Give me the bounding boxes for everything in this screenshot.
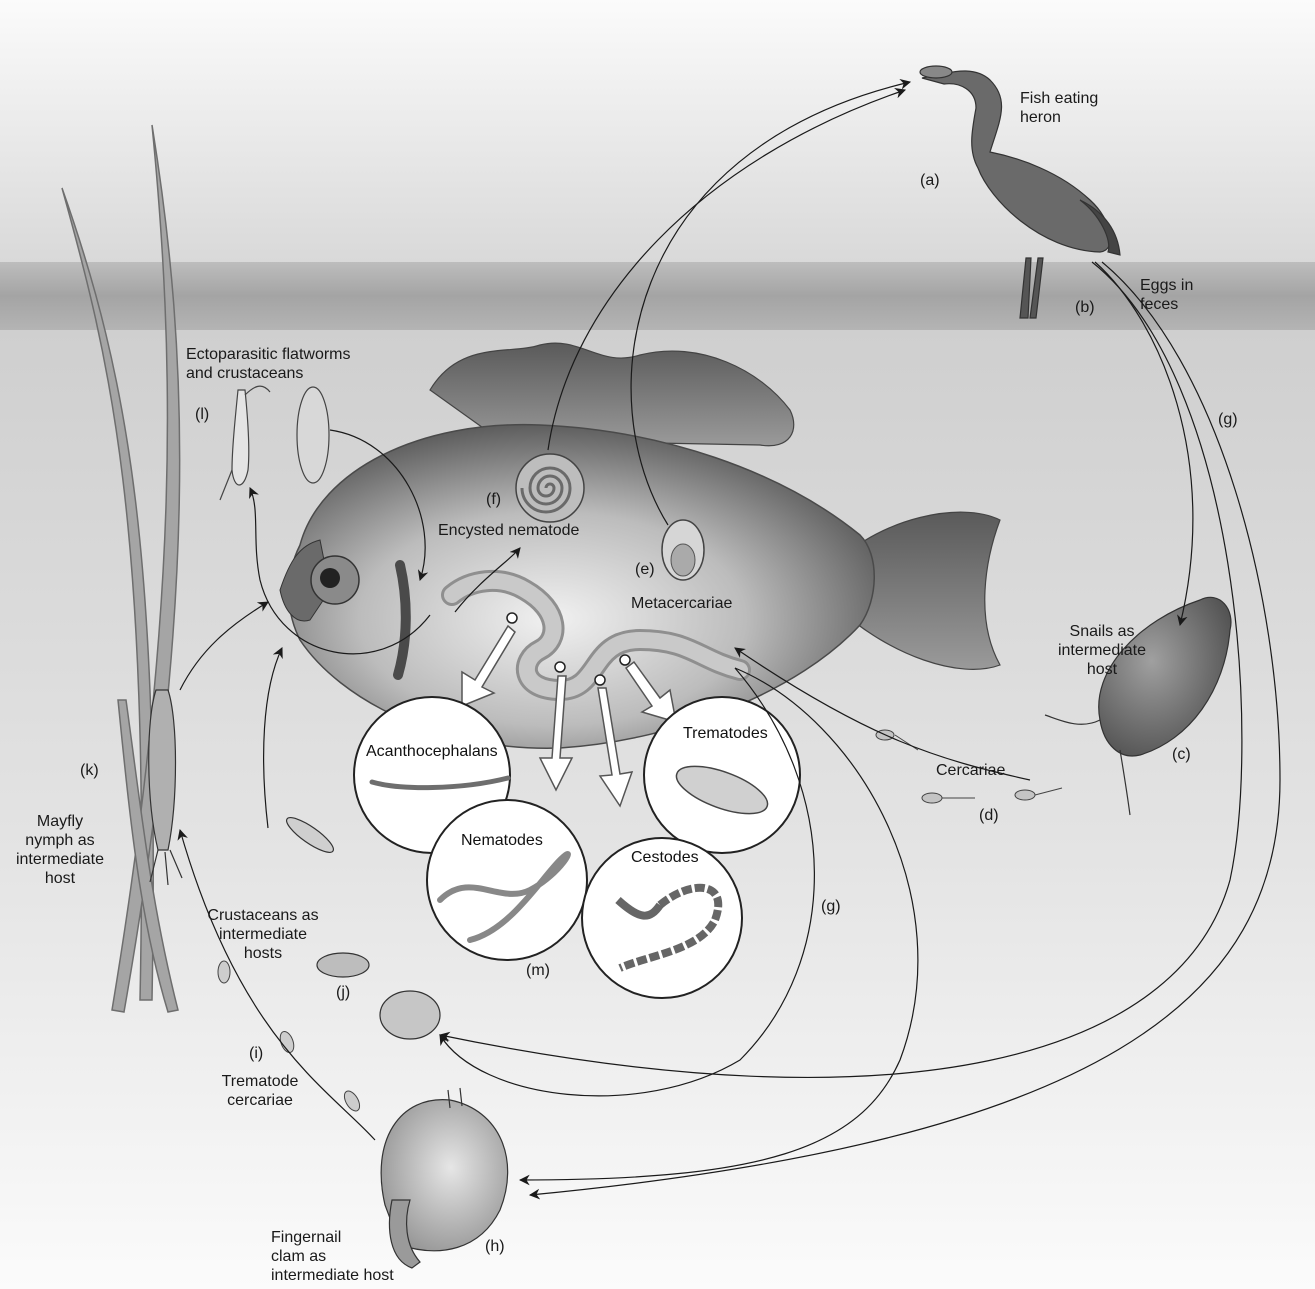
metacercariae-label: Metacercariae [631,594,732,613]
cestodes-label: Cestodes [631,848,699,867]
label-i: (i) [249,1044,263,1063]
label-k: (k) [80,761,99,780]
label-c: (c) [1172,745,1191,764]
sky-background [0,0,1315,262]
mayfly-label: Mayfly nymph as intermediate host [16,812,104,888]
nematodes-label: Nematodes [461,831,543,850]
encysted-nematode-label: Encysted nematode [438,521,579,540]
snails-label: Snails as intermediate host [1058,622,1146,679]
label-l: (l) [195,405,209,424]
label-b: (b) [1075,298,1095,317]
ectoparasites-label: Ectoparasitic flatworms and crustaceans [186,345,351,383]
acanthocephalans-label: Acanthocephalans [366,742,498,761]
nematodes-circle [427,800,587,960]
label-f: (f) [486,490,501,509]
eggs-in-feces-label: Eggs in feces [1140,276,1193,314]
label-h: (h) [485,1237,505,1256]
fingernail-clam-label: Fingernail clam as intermediate host [271,1228,394,1285]
crustaceans-label: Crustaceans as intermediate hosts [207,906,318,963]
water-surface-band [0,262,1315,330]
label-g-mid: (g) [821,897,841,916]
ectoparasite-flatworm-icon [297,387,329,483]
metacercaria-cyst-icon [662,520,704,580]
label-j: (j) [336,983,350,1002]
encysted-nematode-icon [516,454,584,522]
label-a: (a) [920,171,940,190]
cercariae-label: Cercariae [936,761,1005,780]
trematodes-label: Trematodes [683,724,768,743]
label-d: (d) [979,806,999,825]
trematode-cercariae-label: Trematode cercariae [222,1072,299,1110]
label-m: (m) [526,961,550,980]
label-e: (e) [635,560,655,579]
heron-label: Fish eating heron [1020,89,1098,127]
label-g-top: (g) [1218,410,1238,429]
